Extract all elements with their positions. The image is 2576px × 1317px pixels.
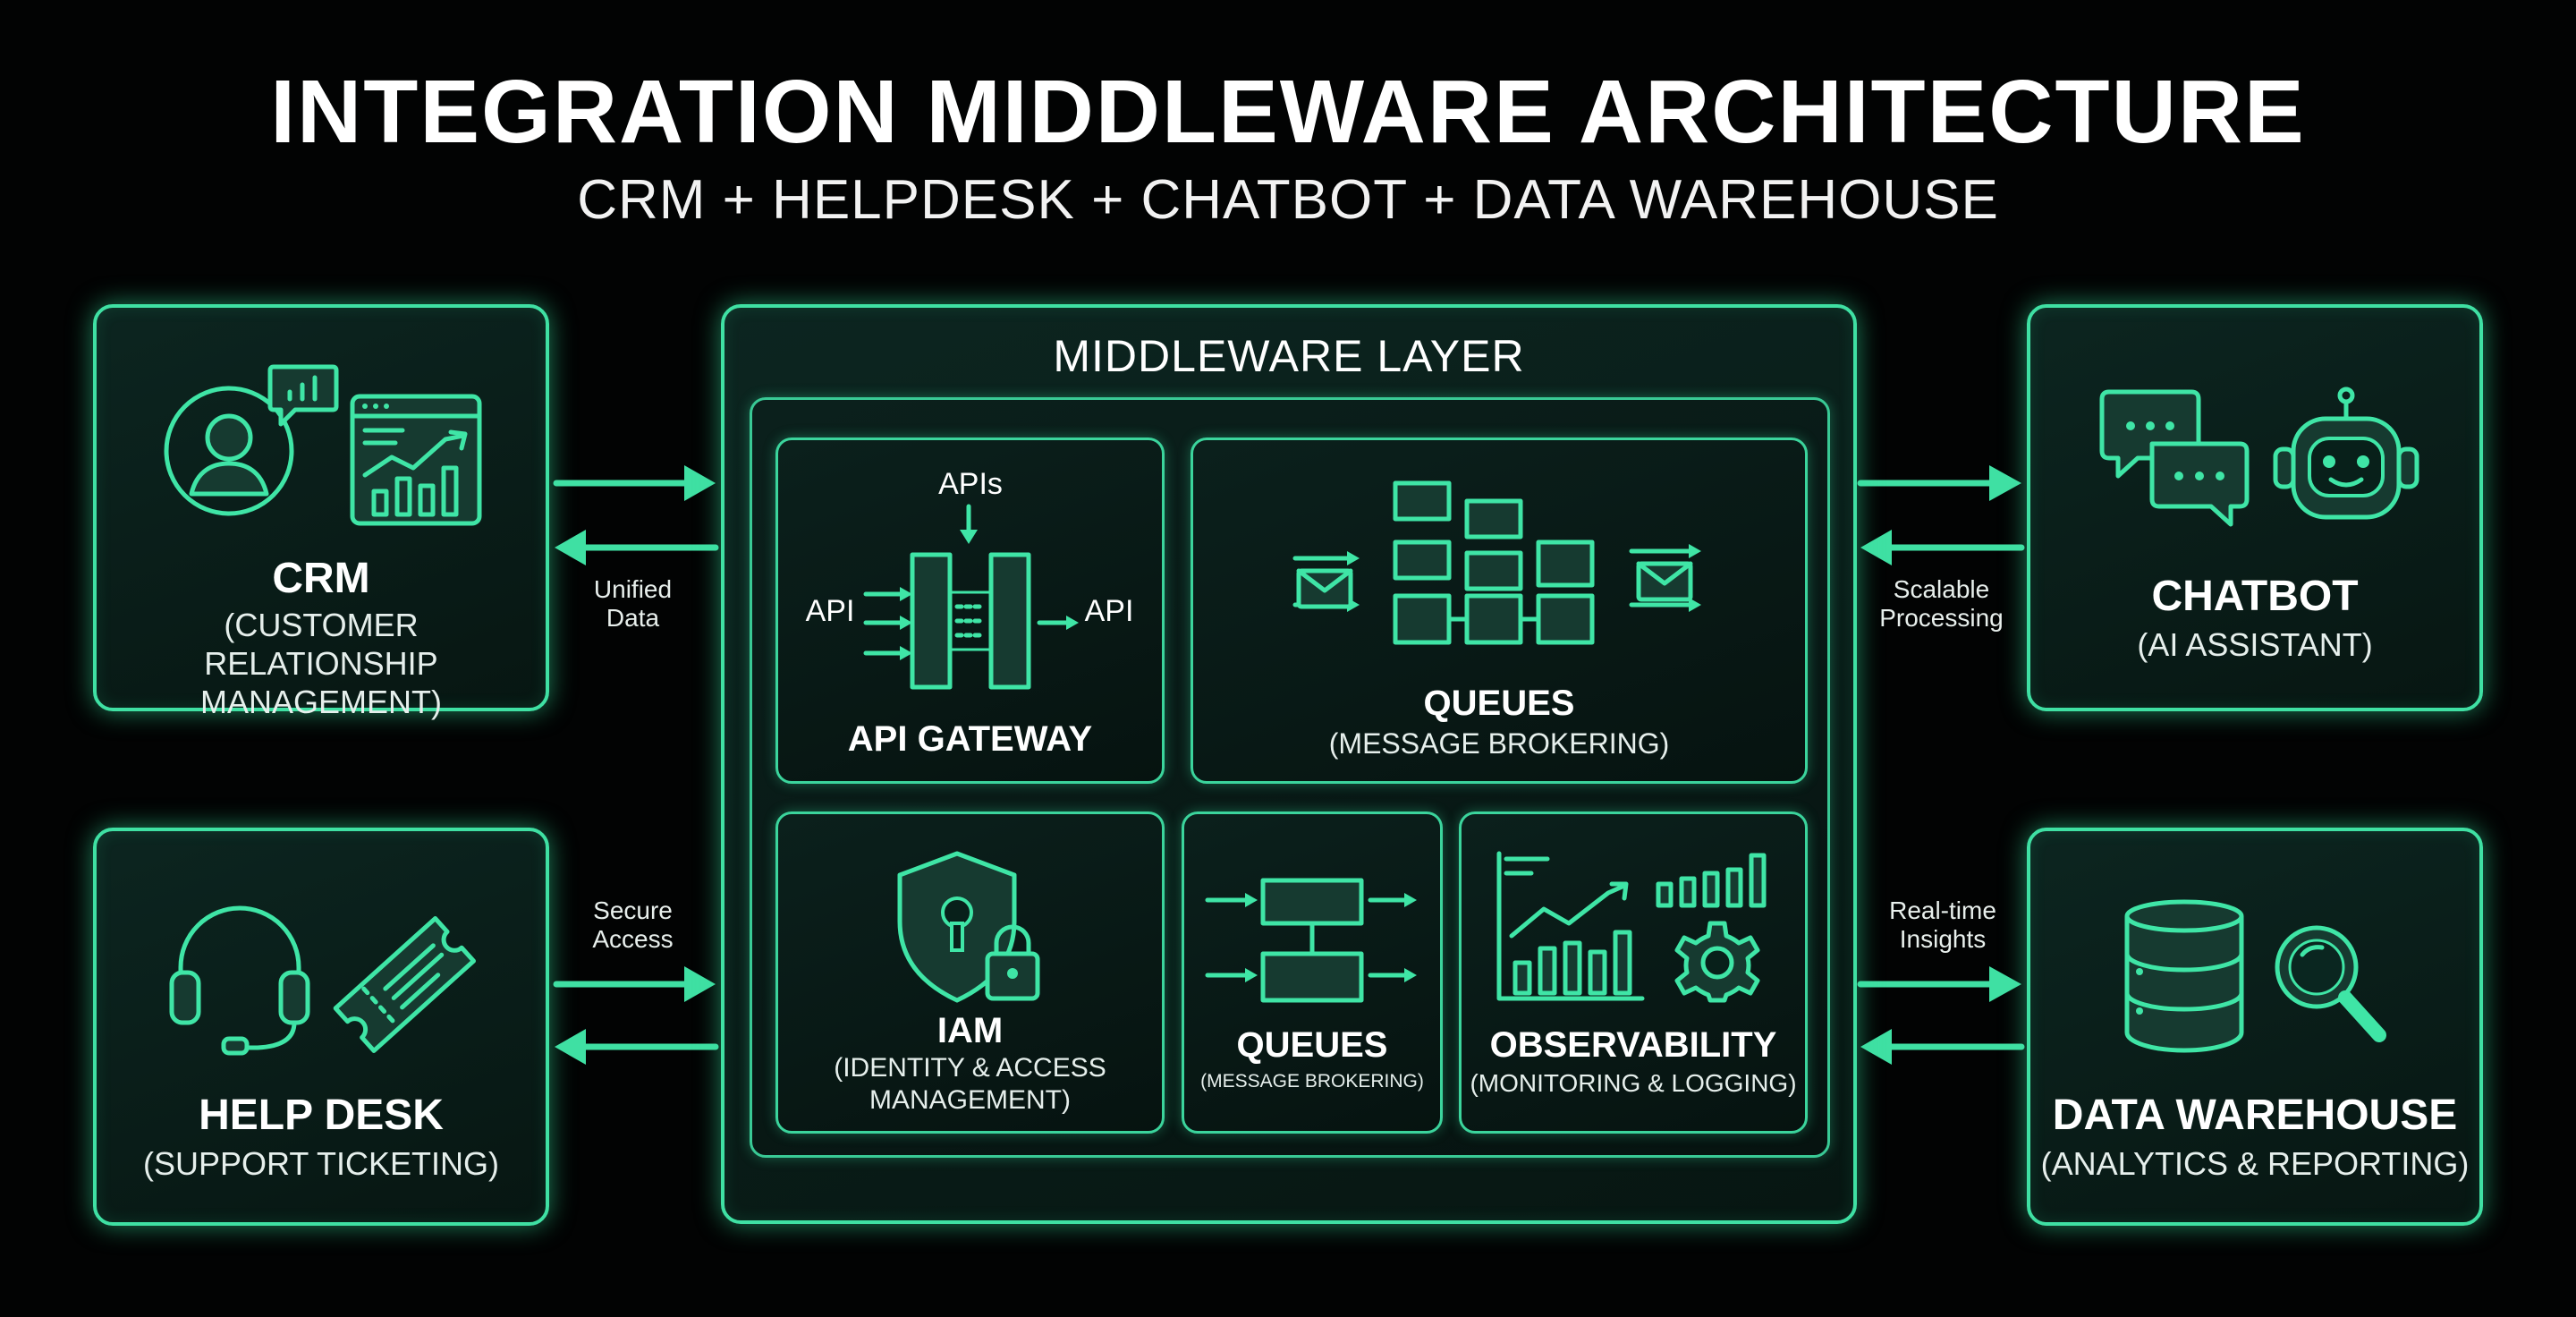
crm-description: (CUSTOMER RELATIONSHIP MANAGEMENT) [200, 607, 442, 721]
queues-small-description: (MESSAGE BROKERING) [1200, 1071, 1424, 1092]
data-warehouse-box: DATA WAREHOUSE (ANALYTICS & REPORTING) [2027, 828, 2483, 1226]
robot-icon [2270, 387, 2422, 530]
diagram-title: INTEGRATION MIDDLEWARE ARCHITECTURE [270, 62, 2306, 162]
shield-lock-icon [894, 850, 1051, 1007]
api-gateway-name: API GATEWAY [847, 719, 1093, 759]
chat-chart-icon [267, 361, 340, 433]
observability-description: (MONITORING & LOGGING) [1470, 1069, 1797, 1097]
middleware-layer: MIDDLEWARE LAYER APIs API API API GATEWA… [721, 304, 1857, 1224]
warehouse-connection-label: Real-time Insights [1889, 896, 1996, 954]
crm-box: CRM (CUSTOMER RELATIONSHIP MANAGEMENT) [93, 304, 549, 720]
chatbot-box: CHATBOT (AI ASSISTANT) [2027, 304, 2483, 711]
database-icon [2122, 898, 2247, 1055]
queues-card-small: QUEUES (MESSAGE BROKERING) [1182, 811, 1443, 1134]
iam-name: IAM [936, 1011, 1004, 1050]
help-desk-box: HELP DESK (SUPPORT TICKETING) [93, 828, 549, 1226]
queues-small-name: QUEUES [1236, 1025, 1388, 1065]
middleware-inner-panel: APIs API API API GATEWAY [750, 397, 1830, 1158]
crm-arrows [555, 465, 716, 565]
iam-card: IAM (IDENTITY & ACCESS MANAGEMENT) [775, 811, 1165, 1134]
api-gateway-card: APIs API API API GATEWAY [775, 438, 1165, 784]
crm-connection-label: Unified Data [593, 575, 673, 633]
chatbot-description: (AI ASSISTANT) [2137, 626, 2373, 663]
iam-description: (IDENTITY & ACCESS MANAGEMENT) [834, 1053, 1106, 1115]
customer-profile-icon [166, 388, 301, 523]
ticket-icon [327, 907, 479, 1059]
diagram-subtitle: CRM + HELPDESK + CHATBOT + DATA WAREHOUS… [577, 169, 1999, 231]
metrics-gear-icon [1653, 850, 1778, 1002]
queues-card-top: QUEUES (MESSAGE BROKERING) [1191, 438, 1808, 784]
queues-top-name: QUEUES [1423, 684, 1575, 723]
data-warehouse-name: DATA WAREHOUSE [2052, 1092, 2458, 1139]
middleware-title: MIDDLEWARE LAYER [1053, 331, 1525, 381]
help-desk-name: HELP DESK [199, 1092, 444, 1139]
observability-card: OBSERVABILITY (MONITORING & LOGGING) [1459, 811, 1808, 1134]
crm-name: CRM [272, 555, 370, 602]
analytics-dashboard-icon [349, 393, 483, 527]
warehouse-arrows [1860, 966, 2021, 1065]
chat-bubbles-icon [2098, 388, 2250, 531]
queue-flow-icon [1204, 864, 1417, 1007]
help-desk-description: (SUPPORT TICKETING) [142, 1145, 500, 1182]
chatbot-name: CHATBOT [2151, 573, 2359, 620]
api-out-label: API [1084, 594, 1134, 628]
observability-name: OBSERVABILITY [1489, 1025, 1777, 1065]
helpdesk-arrows [555, 966, 716, 1065]
data-warehouse-description: (ANALYTICS & REPORTING) [2040, 1145, 2470, 1182]
message-queue-icon [1292, 465, 1701, 653]
chatbot-connection-label: Scalable Processing [1879, 575, 2004, 633]
helpdesk-connection-label: Secure Access [592, 896, 674, 954]
headset-icon [168, 903, 311, 1055]
queues-top-description: (MESSAGE BROKERING) [1328, 727, 1670, 760]
chatbot-arrows [1860, 465, 2021, 565]
apis-label: APIs [938, 467, 1003, 501]
gateway-icon [841, 503, 1079, 691]
magnifier-icon [2270, 921, 2386, 1046]
monitoring-chart-icon [1494, 850, 1646, 1002]
api-in-label: API [805, 594, 855, 628]
